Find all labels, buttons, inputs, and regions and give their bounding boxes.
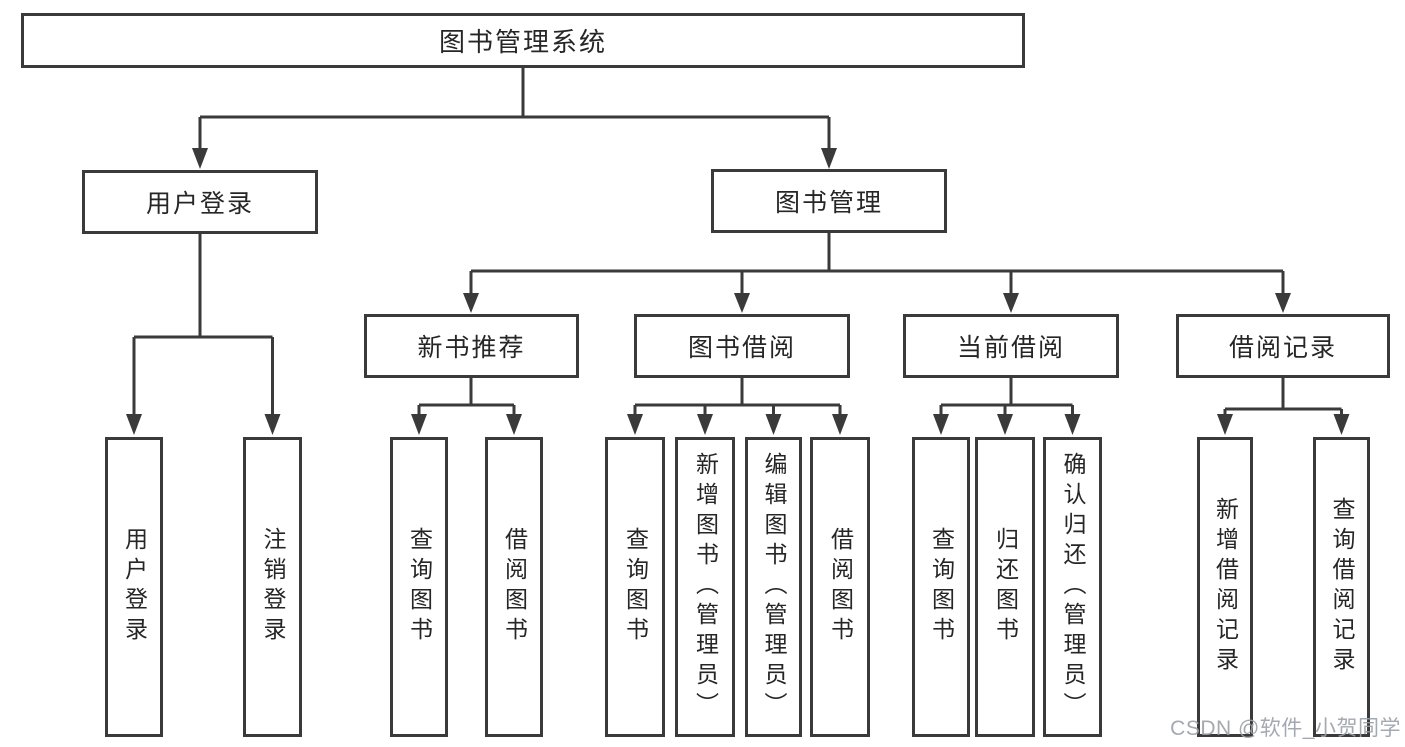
leaf-borrow-books-label: 借阅图书 xyxy=(827,527,854,647)
leaf-edit-books-admin: 编辑图书（管理员） xyxy=(745,437,802,737)
node-current-borrowing-label: 当前借阅 xyxy=(956,334,1065,362)
leaf-query-borrow-record-label: 查询借阅记录 xyxy=(1329,497,1355,677)
leaf-borrow-books-recommend: 借阅图书 xyxy=(485,437,543,737)
leaf-confirm-return-admin-label: 确认归还（管理员） xyxy=(1060,452,1086,722)
leaf-query-borrow-record: 查询借阅记录 xyxy=(1313,437,1370,737)
leaf-edit-books-admin-label: 编辑图书（管理员） xyxy=(761,452,787,722)
node-book-borrowing: 图书借阅 xyxy=(634,314,850,378)
leaf-user-login: 用户登录 xyxy=(105,437,163,737)
node-root-label: 图书管理系统 xyxy=(438,27,607,57)
node-borrow-records: 借阅记录 xyxy=(1176,314,1390,378)
leaf-user-login-label: 用户登录 xyxy=(121,527,148,647)
leaf-borrow-books-recommend-label: 借阅图书 xyxy=(501,527,528,647)
leaf-query-books-recommend-label: 查询图书 xyxy=(406,527,433,647)
node-user-login-label: 用户登录 xyxy=(145,190,254,218)
leaf-borrow-books: 借阅图书 xyxy=(810,437,870,737)
leaf-return-books: 归还图书 xyxy=(975,437,1035,737)
leaf-add-books-admin-label: 新增图书（管理员） xyxy=(692,452,719,722)
node-current-borrowing: 当前借阅 xyxy=(903,314,1119,378)
csdn-watermark: CSDN @软件_小贺同学 xyxy=(1170,717,1401,740)
leaf-logout: 注销登录 xyxy=(243,437,302,737)
leaf-query-books-current-label: 查询图书 xyxy=(928,527,955,647)
node-book-management: 图书管理 xyxy=(711,169,947,233)
leaf-return-books-label: 归还图书 xyxy=(992,527,1019,647)
leaf-add-borrow-record: 新增借阅记录 xyxy=(1197,437,1253,737)
leaf-add-books-admin: 新增图书（管理员） xyxy=(675,437,735,737)
node-book-borrowing-label: 图书借阅 xyxy=(687,334,796,362)
leaf-confirm-return-admin: 确认归还（管理员） xyxy=(1043,437,1102,737)
leaf-query-books-recommend: 查询图书 xyxy=(390,437,448,737)
node-borrow-records-label: 借阅记录 xyxy=(1228,334,1337,362)
node-new-book-recommend-label: 新书推荐 xyxy=(417,334,526,362)
leaf-logout-label: 注销登录 xyxy=(260,527,286,647)
leaf-query-books-borrowing: 查询图书 xyxy=(605,437,665,737)
leaf-query-books-borrowing-label: 查询图书 xyxy=(622,527,649,647)
node-root: 图书管理系统 xyxy=(21,13,1025,68)
leaf-add-borrow-record-label: 新增借阅记录 xyxy=(1212,497,1239,677)
node-new-book-recommend: 新书推荐 xyxy=(364,314,579,378)
node-user-login: 用户登录 xyxy=(82,170,318,234)
node-book-management-label: 图书管理 xyxy=(774,189,883,217)
leaf-query-books-current: 查询图书 xyxy=(912,437,970,737)
